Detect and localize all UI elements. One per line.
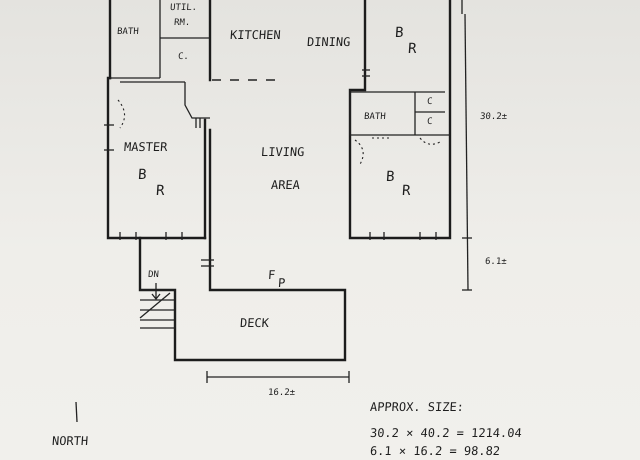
door-markers — [104, 69, 441, 267]
window-ticks — [119, 232, 437, 240]
deck-label: DECK — [239, 316, 270, 330]
dimension-right-long: 30.2± — [479, 112, 508, 122]
master-label: MASTER — [123, 140, 168, 154]
closet-right-label-2: C — [426, 117, 433, 127]
bath-right-label: BATH — [363, 112, 387, 122]
bedroom-e-label-r: R — [401, 183, 411, 199]
bedroom-ne-label-r: R — [407, 41, 417, 57]
closet-top-label: C. — [177, 52, 190, 62]
approx-size-title: APPROX. SIZE: — [369, 400, 465, 414]
dining-label: DINING — [306, 35, 351, 49]
dimension-lines — [206, 13, 472, 383]
calc-line-1: 30.2 × 40.2 = 1214.04 — [369, 426, 523, 440]
stairs — [139, 283, 176, 329]
down-stairs-label: DN — [147, 270, 160, 280]
area-label: AREA — [270, 178, 301, 192]
bedroom-e-label-b: B — [385, 169, 395, 185]
bedroom-ne-label-b: B — [394, 25, 404, 41]
master-br-label-b: B — [137, 167, 147, 183]
north-label: NORTH — [51, 434, 89, 448]
north-arrow — [75, 401, 78, 423]
master-br-label-r: R — [155, 183, 165, 199]
util-room-label-2: RM. — [173, 18, 191, 28]
util-room-label-1: UTIL. — [169, 3, 198, 13]
kitchen-label: KITCHEN — [229, 28, 282, 42]
closet-right-label-1: C — [426, 97, 433, 107]
dimension-deck-width: 16.2± — [267, 388, 296, 398]
living-label: LIVING — [260, 145, 305, 159]
interior-walls — [110, 0, 463, 136]
fireplace-label-f: F — [267, 268, 276, 282]
calc-line-2: 6.1 × 16.2 = 98.82 — [369, 444, 501, 458]
fireplace-label-p: P — [277, 276, 286, 290]
bath-top-label: BATH — [116, 27, 140, 37]
dimension-right-short: 6.1± — [484, 257, 508, 267]
